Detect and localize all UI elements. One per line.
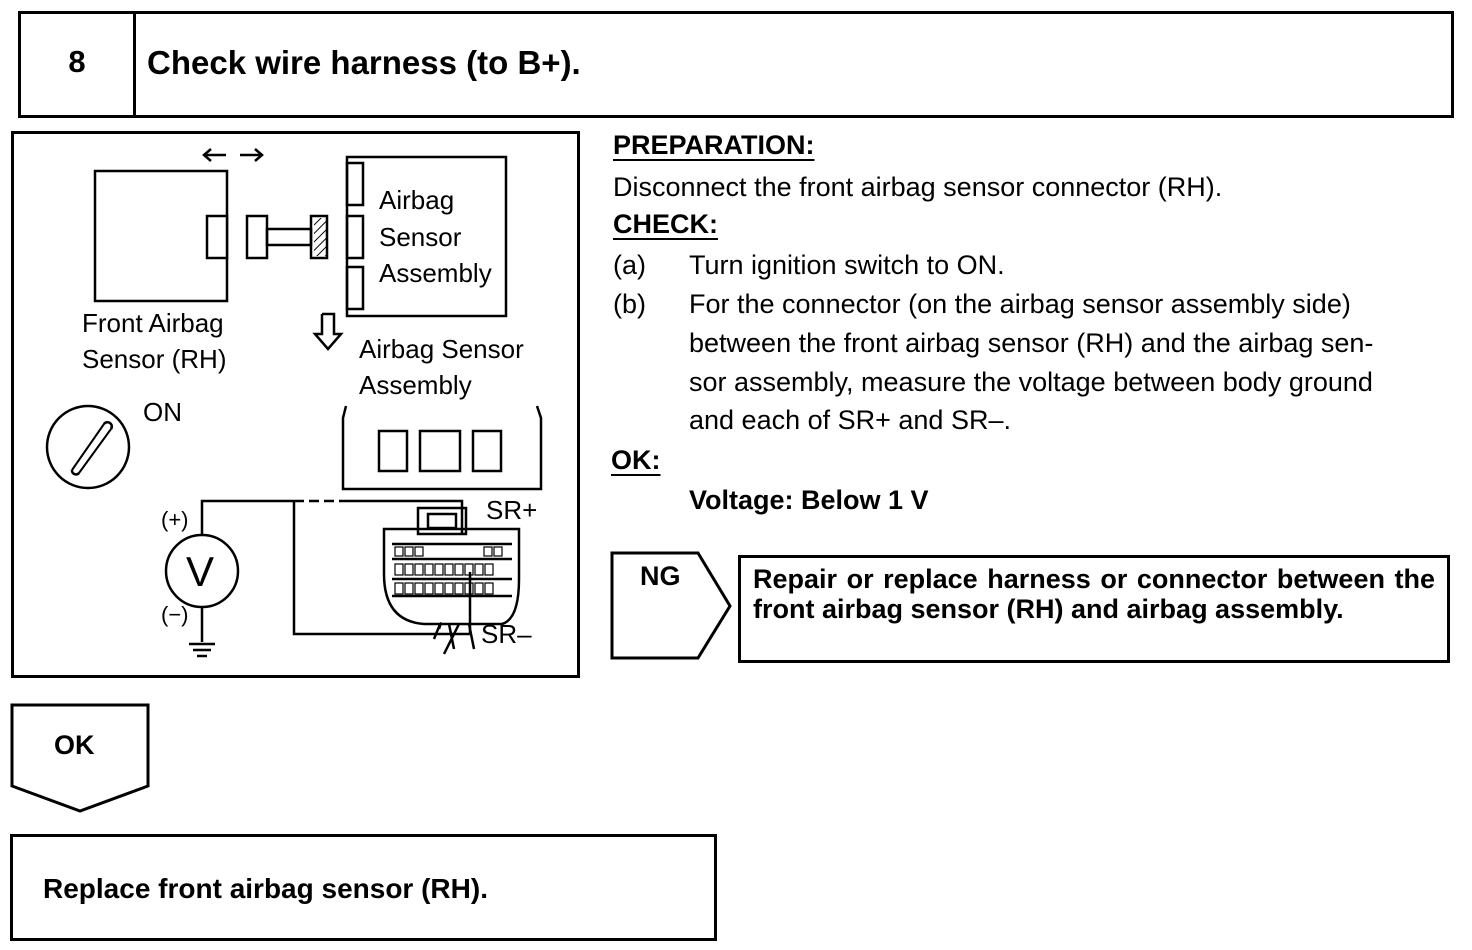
step-a-label: (a) (613, 250, 646, 280)
assembly-label-2: Assembly (359, 370, 472, 400)
ng-result-box: Repair or replace harness or connector b… (738, 555, 1450, 663)
voltmeter-symbol: V (186, 548, 214, 595)
ok-spec: Voltage: Below 1 V (689, 485, 929, 515)
ok-label: OK (54, 730, 95, 760)
minus-terminal-label: (−) (161, 602, 189, 627)
assembly-top-label-2: Sensor (379, 222, 462, 252)
preparation-heading: PREPARATION: (613, 130, 815, 160)
step-b-line-2: between the front airbag sensor (RH) and… (689, 328, 1374, 358)
sr-plus-label: SR+ (486, 495, 537, 525)
final-step-text: Replace front airbag sensor (RH). (43, 873, 488, 904)
step-header: 8 Check wire harness (to B+). (18, 11, 1454, 118)
step-title: Check wire harness (to B+). (147, 44, 581, 81)
ignition-on-label: ON (143, 397, 182, 427)
preparation-text: Disconnect the front airbag sensor conne… (613, 172, 1223, 202)
assembly-top-label-3: Assembly (379, 258, 492, 288)
step-b-line-1: For the connector (on the airbag sensor … (689, 289, 1351, 319)
step-number-cell: 8 (21, 14, 136, 115)
assembly-label-1: Airbag Sensor (359, 334, 524, 364)
front-sensor-label-2: Sensor (RH) (82, 344, 226, 374)
check-heading: CHECK: (613, 209, 718, 239)
front-sensor-label-1: Front Airbag (82, 308, 224, 338)
assembly-top-label-1: Airbag (379, 185, 454, 215)
step-b-line-4: and each of SR+ and SR–. (689, 405, 1011, 435)
ok-arrow (10, 703, 150, 813)
ng-arrow (610, 551, 732, 660)
step-b-line-3: sor assembly, measure the voltage betwee… (689, 367, 1373, 397)
step-a-text: Turn ignition switch to ON. (689, 250, 1005, 280)
sr-minus-label: SR– (481, 619, 532, 649)
ng-result-text: Repair or replace harness or connector b… (753, 564, 1435, 624)
plus-terminal-label: (+) (161, 507, 189, 532)
ng-label: NG (640, 561, 681, 591)
diagram-drawing: Front Airbag Sensor (RH) Airbag Sensor A… (45, 148, 543, 658)
step-number: 8 (68, 44, 86, 79)
wiring-diagram: Front Airbag Sensor (RH) Airbag Sensor A… (11, 131, 580, 678)
ok-heading: OK: (611, 445, 661, 475)
final-step-box: Replace front airbag sensor (RH). (10, 834, 717, 941)
step-b-label: (b) (613, 289, 646, 319)
